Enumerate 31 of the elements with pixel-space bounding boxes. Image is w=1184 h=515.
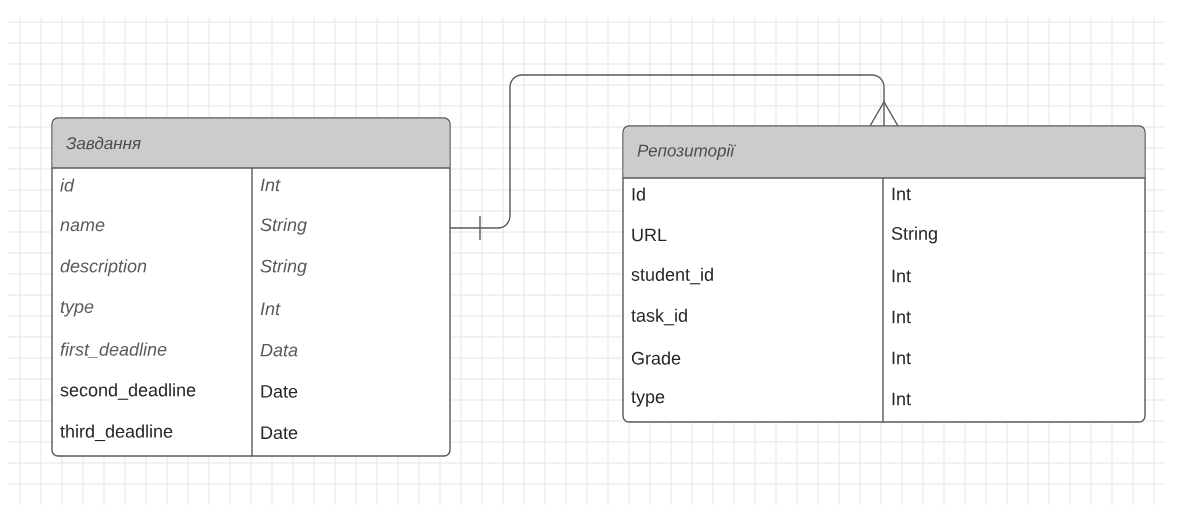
field-name: second_deadline xyxy=(60,383,196,400)
field-name: student_id xyxy=(631,267,713,285)
field-type: Date xyxy=(261,385,298,398)
field-name: description xyxy=(60,259,147,276)
field-type: Int xyxy=(892,269,911,283)
field-name: type xyxy=(631,391,665,407)
field-name: Grade xyxy=(631,351,681,365)
field-name: URL xyxy=(632,228,667,242)
field-type: Int xyxy=(260,178,281,192)
field-type: Date xyxy=(261,426,298,440)
table-header: Репозиторії xyxy=(637,144,736,160)
field-type: Int xyxy=(892,392,911,406)
relationship-line xyxy=(449,74,899,241)
field-type: Int xyxy=(892,310,911,324)
field-name: task_id xyxy=(631,308,687,326)
field-name: third_deadline xyxy=(60,424,173,442)
field-type: Int xyxy=(892,187,911,201)
entity-table xyxy=(51,117,451,457)
field-type: String xyxy=(891,226,937,244)
field-type: String xyxy=(260,259,307,276)
field-type: Int xyxy=(892,351,911,365)
field-name: id xyxy=(60,178,75,192)
table-header: Завдання xyxy=(66,136,141,150)
field-type: Int xyxy=(260,302,281,316)
field-name: name xyxy=(60,221,105,232)
field-type: String xyxy=(260,217,307,235)
field-name: type xyxy=(60,301,94,317)
field-name: first_deadline xyxy=(60,342,167,358)
field-name: Id xyxy=(632,187,645,201)
entity-table xyxy=(622,125,1146,423)
field-type: Data xyxy=(260,343,298,357)
